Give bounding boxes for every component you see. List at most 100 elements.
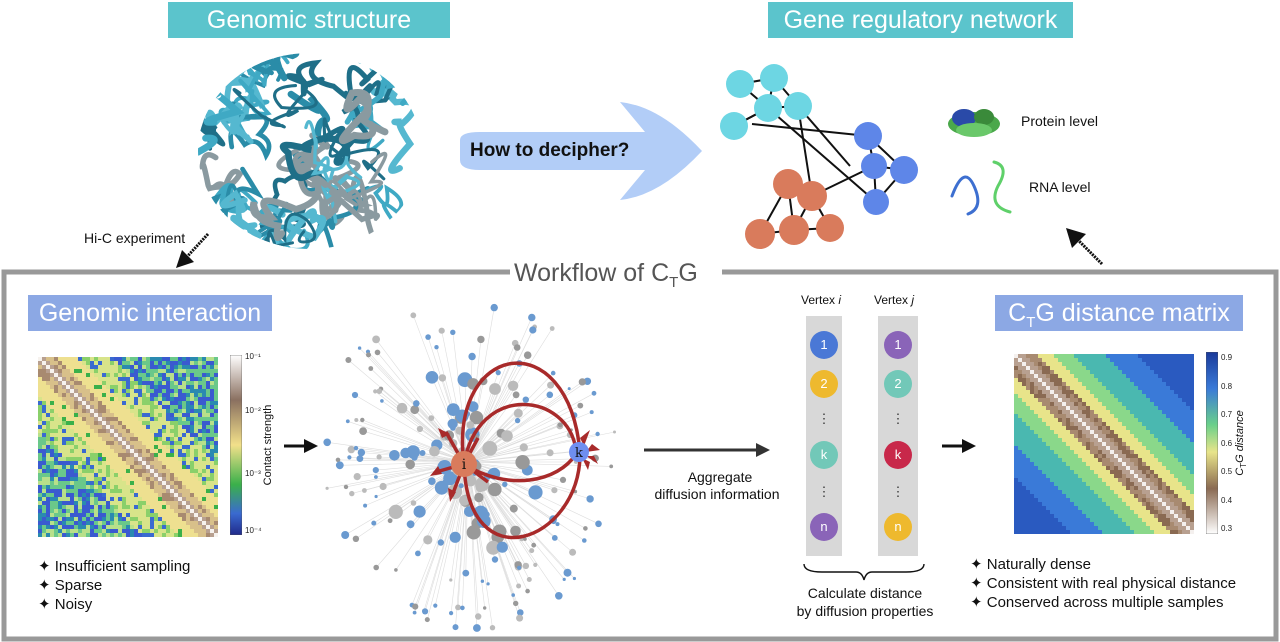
network-edge [467,355,528,463]
matrix-cell [182,361,187,366]
matrix-cell [82,501,87,506]
matrix-cell [186,361,191,366]
matrix-cell [134,457,139,462]
matrix-cell [1146,518,1151,523]
matrix-cell [1110,378,1115,383]
matrix-cell [114,417,119,422]
matrix-cell [126,365,131,370]
network-node [368,366,374,371]
matrix-cell [1022,450,1027,455]
matrix-cell [1054,378,1059,383]
matrix-cell [198,421,203,426]
matrix-cell [1078,526,1083,531]
matrix-cell [1126,374,1131,379]
matrix-cell [1182,518,1187,523]
matrix-cell [1182,466,1187,471]
matrix-cell [206,501,211,506]
matrix-cell [114,505,119,510]
matrix-cell [158,357,163,362]
matrix-cell [198,365,203,370]
bullet-star-icon: ✦ [38,558,51,575]
matrix-cell [1066,478,1071,483]
matrix-cell [66,521,71,526]
network-node [438,327,445,334]
matrix-cell [170,461,175,466]
matrix-cell [94,433,99,438]
matrix-cell [1038,394,1043,399]
matrix-cell [1150,462,1155,467]
matrix-cell [1078,466,1083,471]
matrix-cell [134,533,139,537]
matrix-cell [214,505,218,510]
matrix-cell [1050,362,1055,367]
matrix-cell [1026,502,1031,507]
matrix-cell [94,485,99,490]
matrix-cell [1022,434,1027,439]
matrix-cell [1146,478,1151,483]
matrix-cell [66,405,71,410]
matrix-cell [106,489,111,494]
matrix-cell [1090,378,1095,383]
matrix-cell [42,417,47,422]
matrix-cell [86,429,91,434]
matrix-cell [1066,530,1071,534]
matrix-cell [1126,426,1131,431]
chromatin-fiber [238,53,290,116]
matrix-cell [186,401,191,406]
matrix-cell [66,413,71,418]
matrix-cell [162,517,167,522]
matrix-cell [138,501,143,506]
matrix-cell [1166,382,1171,387]
matrix-cell [1106,466,1111,471]
matrix-cell [182,381,187,386]
matrix-cell [122,365,127,370]
matrix-cell [138,517,143,522]
matrix-cell [126,437,131,442]
matrix-cell [1038,450,1043,455]
matrix-cell [1162,442,1167,447]
matrix-cell [130,461,135,466]
matrix-cell [194,417,199,422]
matrix-cell [1150,458,1155,463]
matrix-cell [214,509,218,514]
matrix-cell [1050,478,1055,483]
matrix-cell [182,533,187,537]
matrix-cell [214,465,218,470]
matrix-cell [202,377,207,382]
matrix-cell [46,397,51,402]
matrix-cell [1042,510,1047,515]
matrix-cell [1074,410,1079,415]
matrix-cell [1062,478,1067,483]
matrix-cell [1170,362,1175,367]
matrix-cell [74,485,79,490]
matrix-cell [1050,494,1055,499]
matrix-cell [162,381,167,386]
matrix-cell [66,417,71,422]
network-node [357,346,362,350]
matrix-cell [150,405,155,410]
matrix-cell [54,473,59,478]
matrix-cell [98,489,103,494]
matrix-cell [1114,418,1119,423]
matrix-cell [94,445,99,450]
matrix-cell [1066,406,1071,411]
matrix-cell [38,529,43,534]
matrix-cell [1174,470,1179,475]
matrix-cell [182,357,187,362]
matrix-cell [1094,426,1099,431]
matrix-cell [1142,490,1147,495]
matrix-cell [1122,390,1127,395]
matrix-cell [122,433,127,438]
matrix-cell [1018,414,1023,419]
matrix-cell [1110,374,1115,379]
matrix-cell [1150,394,1155,399]
matrix-cell [202,533,207,537]
matrix-cell [210,429,215,434]
matrix-cell [1134,526,1139,531]
matrix-cell [1154,422,1159,427]
matrix-cell [1026,458,1031,463]
matrix-cell [1166,442,1171,447]
matrix-cell [1178,374,1183,379]
matrix-cell [1038,410,1043,415]
matrix-cell [1146,474,1151,479]
